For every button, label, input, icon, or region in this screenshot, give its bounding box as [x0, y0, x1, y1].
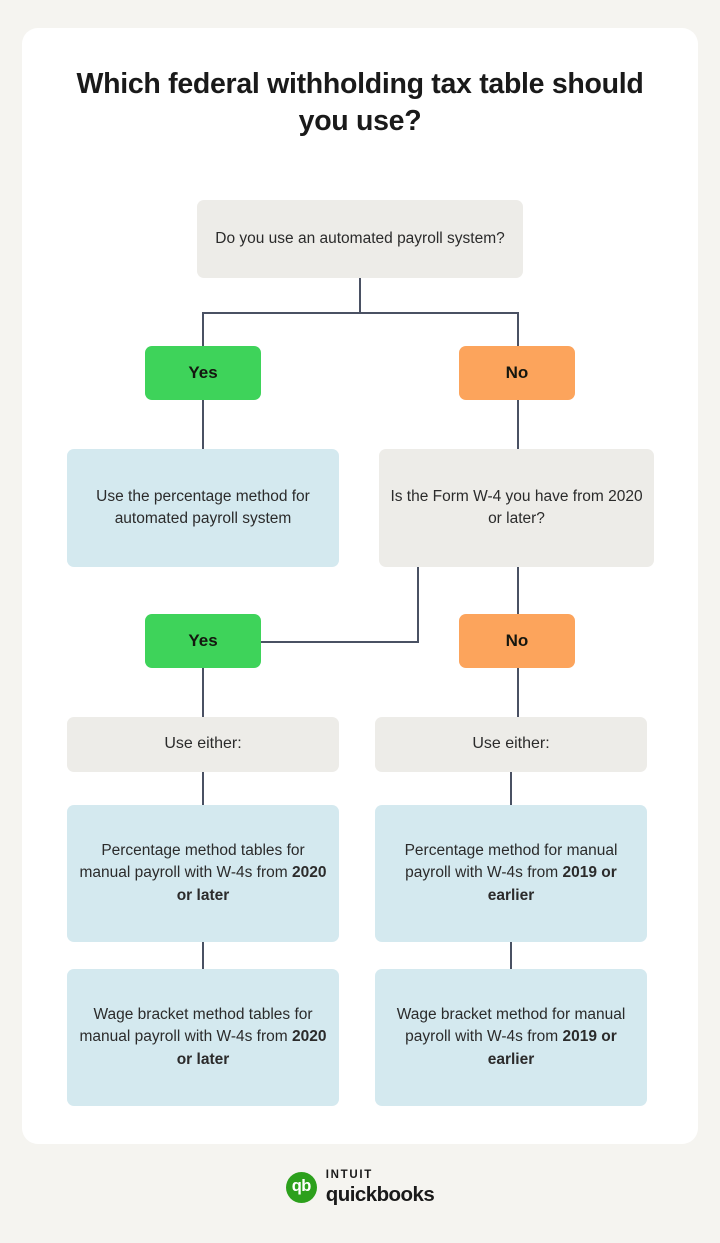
node-left-option-2: Wage bracket method tables for manual pa…	[67, 969, 339, 1106]
pill-branch1-yes-label: Yes	[188, 363, 218, 382]
node-right-use-either-label: Use either:	[472, 735, 550, 753]
quickbooks-label: quickbooks	[325, 1182, 435, 1206]
node-left-option-2-text: Wage bracket method tables for manual pa…	[79, 1006, 313, 1046]
connector-right-option1-down	[510, 942, 513, 970]
node-right-option-2-text: Wage bracket method for manual payroll w…	[396, 1006, 626, 1046]
node-root-question: Do you use an automated payroll system?	[197, 200, 523, 278]
quickbooks-wordmark: INTUIT quickbooks	[325, 1169, 435, 1206]
node-right-option-2: Wage bracket method for manual payroll w…	[375, 969, 647, 1106]
node-left-option-1-text: Percentage method tables for manual payr…	[79, 842, 305, 882]
connector-root-to-yes	[202, 312, 205, 347]
connector-left-useeither-down	[202, 772, 205, 806]
node-left-use-either: Use either:	[67, 717, 339, 772]
connector-left-option1-down	[202, 942, 205, 970]
connector-right-useeither-down	[510, 772, 513, 806]
node-left-option-2-emphasis: 2020 or later	[176, 1028, 327, 1068]
connector-yes2-down	[202, 668, 205, 718]
node-root-question-label: Do you use an automated payroll system?	[215, 229, 505, 247]
pill-branch2-yes-label: Yes	[188, 631, 218, 650]
connector-no2-down	[516, 668, 519, 718]
node-yes-outcome-label: Use the percentage method for automated …	[96, 487, 310, 527]
connector-w4-elbow-vertical	[416, 567, 419, 643]
connector-root-stem	[358, 278, 362, 313]
node-w4-question: Is the Form W-4 you have from 2020 or la…	[379, 449, 654, 567]
node-w4-question-label: Is the Form W-4 you have from 2020 or la…	[390, 487, 643, 527]
pill-branch1-yes[interactable]: Yes	[145, 346, 261, 400]
node-right-use-either: Use either:	[375, 717, 647, 772]
quickbooks-logo: qb INTUIT quickbooks	[0, 1169, 720, 1206]
connector-w4-elbow-horizontal	[261, 640, 419, 643]
node-right-option-1-emphasis: 2019 or earlier	[487, 864, 617, 904]
pill-branch1-no[interactable]: No	[459, 346, 575, 400]
connector-no1-down	[516, 400, 519, 450]
pill-branch2-yes[interactable]: Yes	[145, 614, 261, 668]
node-left-option-1-emphasis: 2020 or later	[176, 864, 327, 904]
quickbooks-monogram: qb	[291, 1177, 312, 1196]
quickbooks-logo-icon: qb	[285, 1172, 317, 1203]
connector-w4-to-no2	[516, 567, 519, 614]
node-left-option-1: Percentage method tables for manual payr…	[67, 805, 339, 942]
node-right-option-2-emphasis: 2019 or earlier	[487, 1028, 617, 1068]
node-right-option-1: Percentage method for manual payroll wit…	[375, 805, 647, 942]
pill-branch1-no-label: No	[505, 363, 529, 382]
connector-root-crossbar	[202, 312, 519, 315]
connector-root-to-no	[516, 312, 519, 347]
node-yes-outcome: Use the percentage method for automated …	[67, 449, 339, 567]
intuit-label: INTUIT	[325, 1169, 374, 1181]
node-left-use-either-label: Use either:	[164, 735, 242, 753]
pill-branch2-no[interactable]: No	[459, 614, 575, 668]
page-title: Which federal withholding tax table shou…	[76, 68, 644, 138]
connector-yes1-down	[202, 400, 205, 450]
node-right-option-1-text: Percentage method for manual payroll wit…	[404, 842, 618, 882]
pill-branch2-no-label: No	[505, 631, 529, 650]
